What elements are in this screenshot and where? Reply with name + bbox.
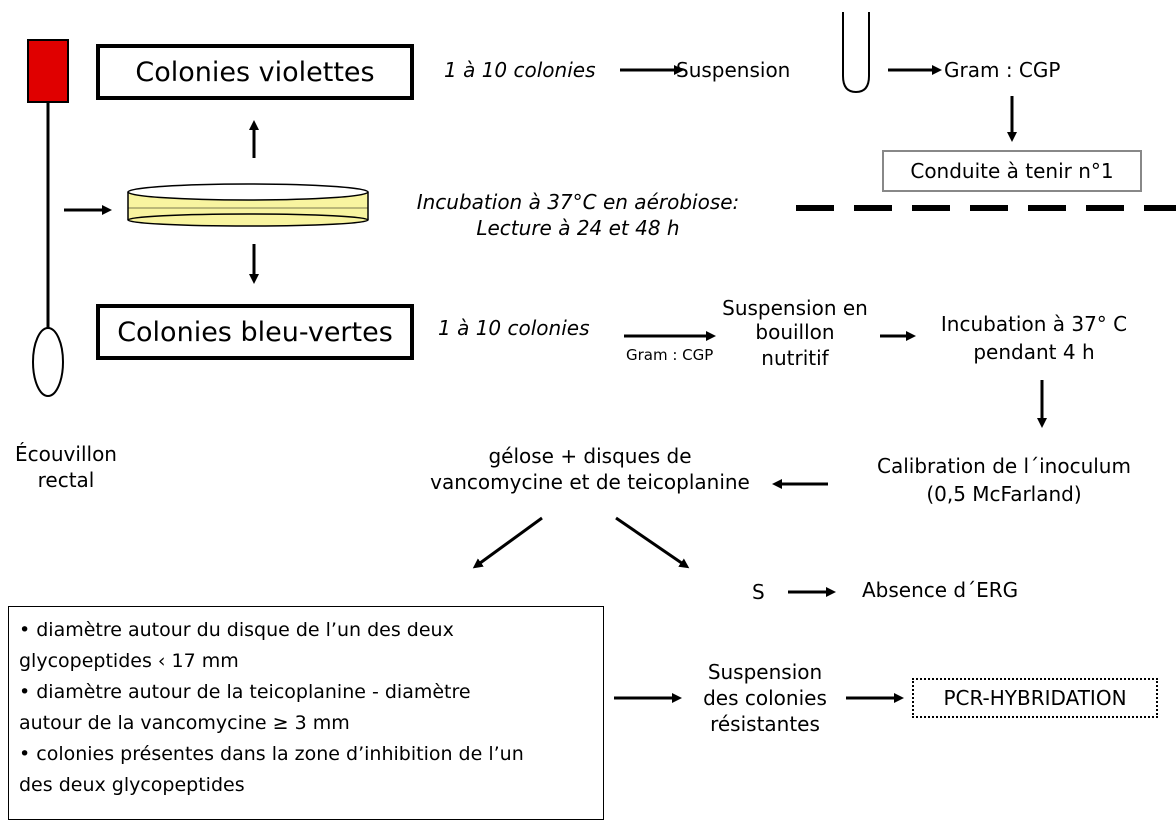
colonies-count-mid: 1 à 10 colonies [438,316,590,340]
absence-erg: Absence d´ERG [862,578,1019,602]
petri-dish-icon [127,183,369,227]
colonies-count-top: 1 à 10 colonies [444,58,596,82]
ecouvillon-line-1: Écouvillon [15,442,117,466]
incubation-line-2: Lecture à 24 et 48 h [476,216,680,240]
swab-tip [32,327,64,397]
incubation-line-1: Incubation à 37°C en aérobiose: [416,190,740,214]
gelose-line-2: vancomycine et de teicoplanine [430,470,750,494]
criteria-line-2: glycopeptides ‹ 17 mm [19,650,239,672]
test-tube-icon [842,12,870,94]
incubation-4h-line-1: Incubation à 37° C [940,312,1128,336]
pcr-hybridation-label: PCR-HYBRIDATION [943,686,1127,710]
suspension-resist-line-3: résistantes [710,712,820,736]
conduite-box: Conduite à tenir n°1 [882,150,1142,192]
colonies-bleu-vertes-box: Colonies bleu-vertes [96,304,414,360]
arrow-gelose-to-criteria [472,516,543,569]
gram-mid: Gram : CGP [626,346,714,364]
rectal-swab-icon [27,39,69,397]
swab-head [27,39,69,103]
conduite-label: Conduite à tenir n°1 [910,159,1114,183]
colonies-bleu-vertes-label: Colonies bleu-vertes [117,316,393,348]
incubation-4h-line-2: pendant 4 h [973,340,1095,364]
colonies-violettes-label: Colonies violettes [135,56,375,88]
suspension-bouillon-line-3: nutritif [761,346,829,370]
suspension-top: Suspension [676,58,791,82]
suspension-resist-line-2: des colonies [703,686,827,710]
arrow-gelose-to-s [615,516,690,569]
s-label: S [752,580,765,604]
gelose-line-1: gélose + disques de [488,444,692,468]
pcr-hybridation-box: PCR-HYBRIDATION [912,678,1158,718]
criteria-line-5: • colonies présentes dans la zone d’inhi… [19,743,524,765]
criteria-line-6: des deux glycopeptides [19,774,245,796]
calibration-line-1: Calibration de l´inoculum [877,454,1131,478]
gram-top: Gram : CGP [944,58,1061,82]
calibration-line-2: (0,5 McFarland) [926,482,1082,506]
ecouvillon-line-2: rectal [37,468,95,492]
suspension-resist-line-1: Suspension [707,660,823,684]
criteria-line-3: • diamètre autour de la teicoplanine - d… [19,681,471,703]
criteria-line-1: • diamètre autour du disque de l’un des … [19,619,454,641]
suspension-bouillon-line-2: bouillon [755,320,835,344]
criteria-line-4: autour de la vancomycine ≥ 3 mm [19,712,350,734]
colonies-violettes-box: Colonies violettes [96,44,414,100]
criteria-box: • diamètre autour du disque de l’un des … [8,606,604,820]
suspension-bouillon-line-1: Suspension en [722,296,868,320]
